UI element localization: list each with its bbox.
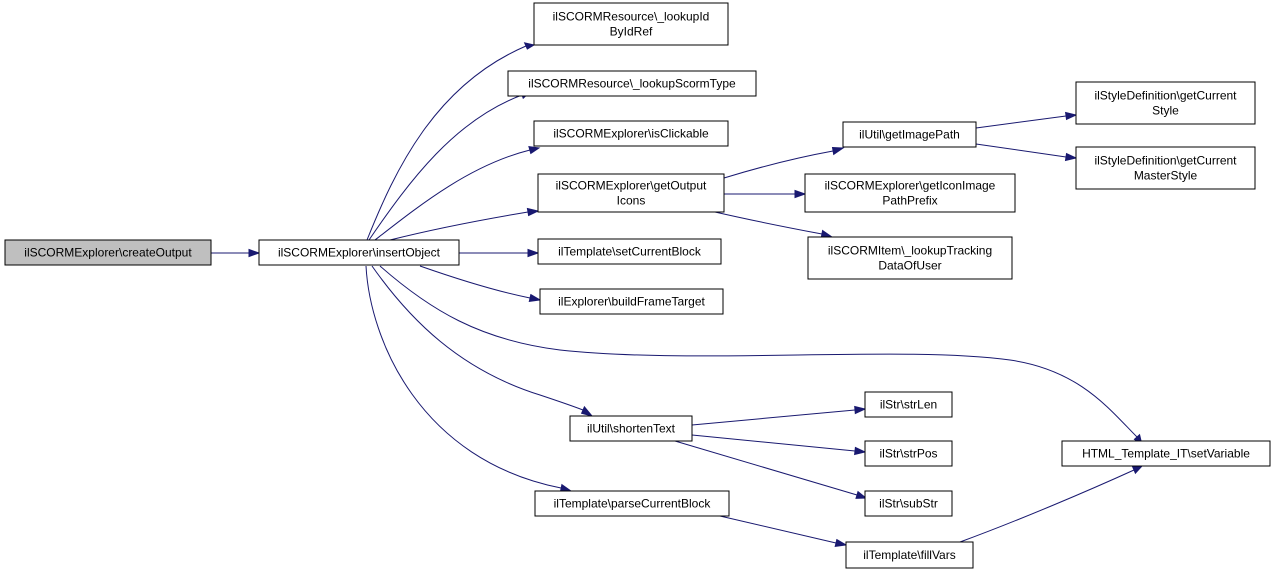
- node-label: ilStr\subStr: [879, 497, 938, 511]
- node-subStr[interactable]: ilStr\subStr: [864, 490, 953, 517]
- node-label: ilSCORMItem\_lookupTracking: [828, 244, 992, 258]
- node-label: ilTemplate\fillVars: [863, 548, 955, 562]
- node-parseCurrentBlock[interactable]: ilTemplate\parseCurrentBlock: [534, 490, 730, 517]
- node-label: ilSCORMExplorer\isClickable: [553, 127, 709, 141]
- arrowhead-icon: [1065, 111, 1078, 121]
- arrowhead-icon: [528, 293, 542, 302]
- node-isClickable[interactable]: ilSCORMExplorer\isClickable: [533, 120, 729, 147]
- node-strLen[interactable]: ilStr\strLen: [864, 391, 953, 418]
- node-label: ilSCORMExplorer\getOutput: [556, 179, 707, 193]
- node-label: ilUtil\shortenText: [587, 422, 676, 436]
- arrowhead-icon: [1131, 465, 1144, 475]
- node-label: ilUtil\getImagePath: [859, 128, 960, 142]
- edge-insertObject-to-lookupScormType: [368, 91, 532, 241]
- edge-getOutputIcons-to-getIconImagePathPrefix: [724, 189, 807, 199]
- node-label: ilStr\strLen: [880, 398, 937, 412]
- node-createOutput[interactable]: ilSCORMExplorer\createOutput: [4, 239, 212, 266]
- arrowhead-icon: [528, 146, 541, 155]
- edge-insertObject-to-lookupIdByIdRef: [366, 42, 536, 241]
- arrowhead-icon: [834, 538, 848, 547]
- node-label: ilTemplate\setCurrentBlock: [558, 245, 702, 259]
- edge-shortenText-to-strPos: [691, 434, 867, 456]
- node-label: ilStr\strPos: [879, 447, 937, 461]
- node-setVariable[interactable]: HTML_Template_IT\setVariable: [1061, 440, 1271, 467]
- arrowhead-icon: [527, 248, 540, 258]
- node-label: Style: [1152, 104, 1179, 118]
- node-label: ilSCORMExplorer\getIconImage: [825, 179, 996, 193]
- node-label: ilSCORMExplorer\createOutput: [24, 246, 192, 260]
- arrowhead-icon: [855, 490, 868, 499]
- arrowhead-icon: [1064, 152, 1078, 162]
- node-label: ilStyleDefinition\getCurrent: [1094, 89, 1237, 103]
- node-label: ilSCORMResource\_lookupScormType: [528, 77, 736, 91]
- edge-parseCurrentBlock-to-fillVars: [719, 515, 848, 547]
- edge-insertObject-to-getOutputIcons: [389, 207, 540, 241]
- arrowhead-icon: [854, 446, 867, 456]
- node-lookupScormType[interactable]: ilSCORMResource\_lookupScormType: [507, 70, 757, 97]
- arrowhead-icon: [794, 189, 807, 199]
- edge-getImagePath-to-getCurrentStyle: [975, 111, 1078, 129]
- edge-insertObject-to-setCurrentBlock: [459, 248, 540, 258]
- node-label: Icons: [617, 194, 646, 208]
- node-setCurrentBlock[interactable]: ilTemplate\setCurrentBlock: [537, 238, 722, 265]
- node-label: ByIdRef: [610, 25, 653, 39]
- arrowhead-icon: [820, 229, 834, 238]
- node-buildFrameTarget[interactable]: ilExplorer\buildFrameTarget: [539, 288, 724, 315]
- arrowhead-icon: [580, 405, 594, 417]
- node-insertObject[interactable]: ilSCORMExplorer\insertObject: [258, 239, 460, 266]
- node-shortenText[interactable]: ilUtil\shortenText: [569, 415, 693, 442]
- arrowhead-icon: [559, 483, 573, 492]
- edge-getImagePath-to-getCurrentMasterStyle: [975, 143, 1078, 162]
- arrowhead-icon: [831, 146, 845, 156]
- node-label: ilSCORMResource\_lookupId: [553, 10, 710, 24]
- node-label: MasterStyle: [1134, 169, 1198, 183]
- node-fillVars[interactable]: ilTemplate\fillVars: [845, 541, 974, 569]
- node-label: ilTemplate\parseCurrentBlock: [554, 497, 712, 511]
- node-getImagePath[interactable]: ilUtil\getImagePath: [842, 121, 977, 148]
- edge-insertObject-to-shortenText: [371, 265, 594, 417]
- node-label: PathPrefix: [882, 194, 937, 208]
- arrowhead-icon: [526, 207, 540, 217]
- edge-fillVars-to-setVariable: [959, 465, 1144, 543]
- edge-createOutput-to-insertObject: [211, 248, 261, 258]
- edge-getOutputIcons-to-getImagePath: [723, 146, 845, 179]
- edge-insertObject-to-isClickable: [374, 146, 541, 241]
- arrowhead-icon: [523, 42, 536, 50]
- node-strPos[interactable]: ilStr\strPos: [864, 440, 953, 467]
- node-label: ilExplorer\buildFrameTarget: [558, 295, 705, 309]
- arrowhead-icon: [248, 248, 261, 258]
- edge-insertObject-to-buildFrameTarget: [419, 265, 542, 302]
- edge-shortenText-to-strLen: [691, 405, 867, 426]
- edge-shortenText-to-subStr: [674, 440, 868, 499]
- node-label: HTML_Template_IT\setVariable: [1082, 447, 1250, 461]
- edge-getOutputIcons-to-lookupTrackingDataOfUser: [714, 211, 834, 238]
- node-label: ilSCORMExplorer\insertObject: [278, 246, 441, 260]
- node-label: ilStyleDefinition\getCurrent: [1094, 154, 1237, 168]
- node-label: DataOfUser: [878, 259, 941, 273]
- arrowhead-icon: [854, 405, 867, 415]
